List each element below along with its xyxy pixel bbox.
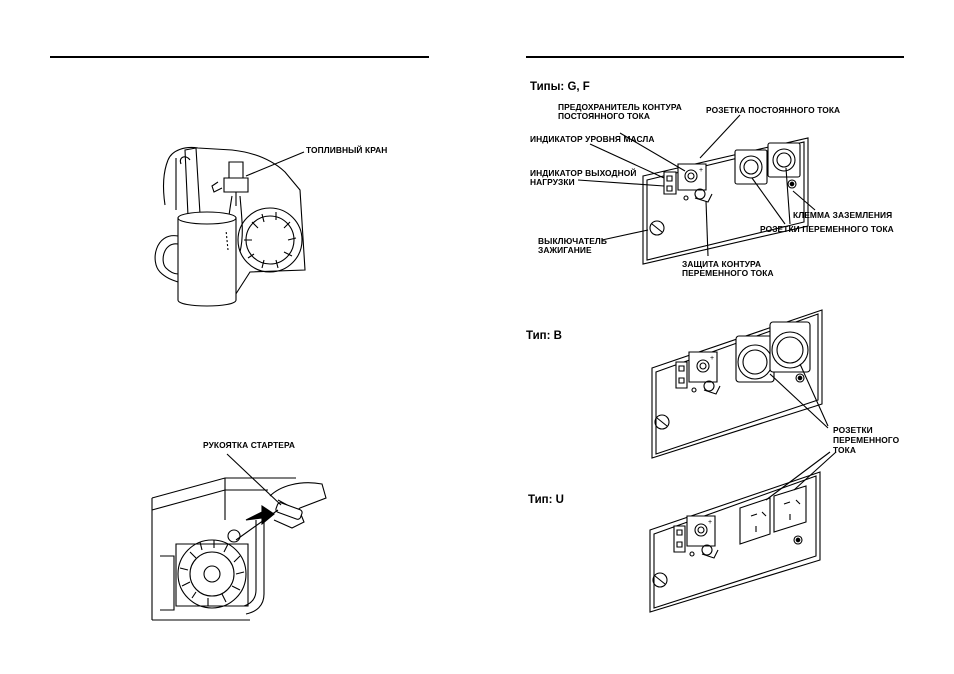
- ignition-switch-label-line2: ЗАЖИГАНИЕ: [538, 245, 592, 255]
- panel-u-type-title: Тип: U: [528, 494, 564, 506]
- dc-fuse-label-line2: ПОСТОЯННОГО ТОКА: [558, 111, 650, 121]
- output-indicator-label-line2: НАГРУЗКИ: [530, 177, 575, 187]
- output-indicator-label-line1: ИНДИКАТОР ВЫХОДНОЙ: [530, 168, 637, 178]
- dc-socket-label: РОЗЕТКА ПОСТОЯННОГО ТОКА: [706, 105, 841, 115]
- ignition-switch-label-line1: ВЫКЛЮЧАТЕЛЬ: [538, 236, 607, 246]
- svg-text:+: +: [699, 167, 703, 174]
- left-page-header-rule: [50, 56, 429, 58]
- svg-text:+: +: [710, 355, 714, 362]
- right-page-header-rule: [526, 56, 904, 58]
- panel-b-ac-sockets-label-line1: РОЗЕТКИ: [833, 425, 873, 435]
- panel-b-ac-sockets-label-line3: ТОКА: [833, 445, 856, 455]
- panel-gf-type-title: Типы: G, F: [530, 81, 590, 93]
- fuel-valve-label: ТОПЛИВНЫЙ КРАН: [306, 145, 388, 155]
- panel-b-ac-sockets-label-line2: ПЕРЕМЕННОГО: [833, 435, 900, 445]
- oil-indicator-label: ИНДИКАТОР УРОВНЯ МАСЛА: [530, 134, 655, 144]
- ac-sockets-label: РОЗЕТКИ ПЕРЕМЕННОГО ТОКА: [760, 224, 894, 234]
- starter-handle-label: РУКОЯТКА СТАРТЕРА: [203, 440, 296, 450]
- ac-protector-label-line1: ЗАЩИТА КОНТУРА: [682, 259, 762, 269]
- ac-protector-label-line2: ПЕРЕМЕННОГО ТОКА: [682, 268, 774, 278]
- panel-b-type-title: Тип: B: [526, 330, 562, 342]
- ground-terminal-label: КЛЕММА ЗАЗЕМЛЕНИЯ: [793, 210, 893, 220]
- dc-fuse-label-line1: ПРЕДОХРАНИТЕЛЬ КОНТУРА: [558, 102, 682, 112]
- svg-text:+: +: [708, 519, 712, 526]
